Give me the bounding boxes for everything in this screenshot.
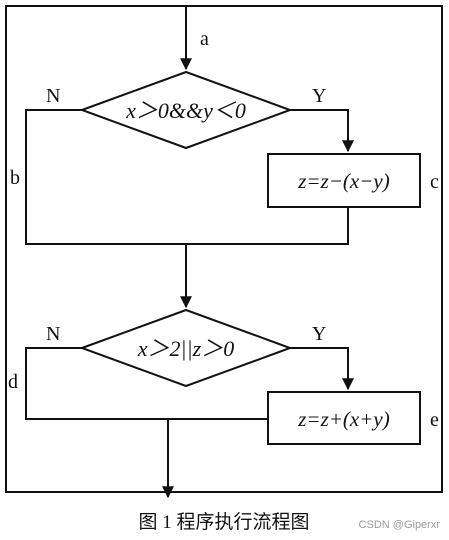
decision1-text: x＞0&&y＜0 — [125, 98, 246, 123]
watermark: CSDN @Giperxr — [359, 519, 441, 531]
label-e: e — [430, 409, 439, 431]
decision1-yes-label: Y — [312, 85, 326, 107]
process1-text: z=z−(x−y) — [297, 169, 390, 193]
decision2-yes-label: Y — [312, 323, 326, 345]
process1-box — [267, 153, 421, 208]
yes2-arrow — [290, 347, 354, 391]
label-d: d — [8, 371, 18, 393]
yes1-arrow — [290, 109, 354, 153]
process1-return-line — [186, 207, 349, 245]
label-c: c — [430, 171, 439, 193]
figure-caption: 图 1 程序执行流程图 — [138, 511, 309, 533]
decision2-text: x＞2||z＞0 — [137, 336, 234, 361]
label-b: b — [10, 167, 20, 189]
diagram-frame — [5, 5, 443, 493]
decision2-no-label: N — [46, 323, 60, 345]
label-a: a — [200, 28, 209, 50]
branch-b-line — [25, 109, 186, 245]
branch-d-line — [25, 347, 168, 420]
process2-text: z=z+(x+y) — [297, 407, 390, 431]
decision1-no-label: N — [46, 85, 60, 107]
